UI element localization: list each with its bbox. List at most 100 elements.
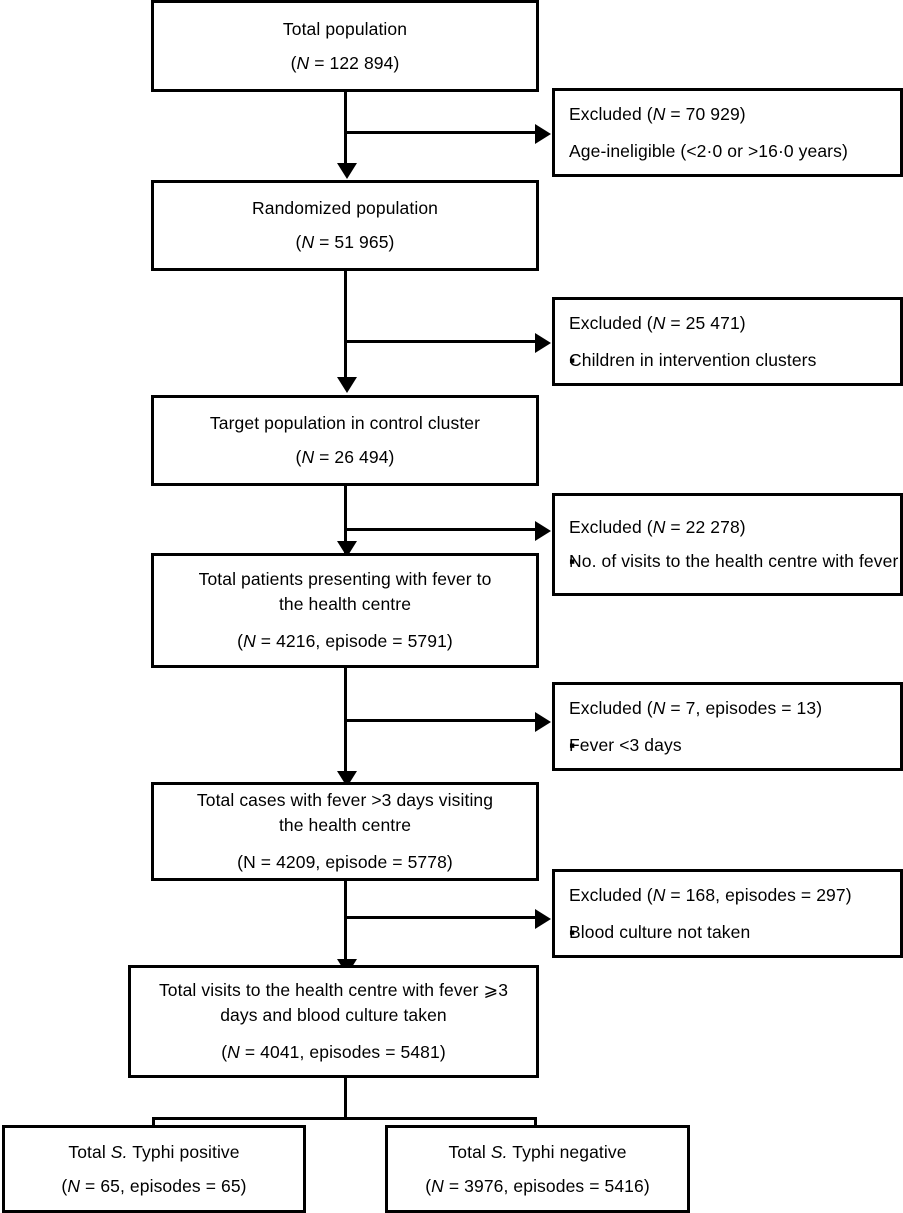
s-typhi-negative-count: (N = 3976, episodes = 5416) [425, 1174, 650, 1199]
box-excluded-no-blood-culture: Excluded (N = 168, episodes = 297) ▪Bloo… [552, 869, 903, 958]
n-symbol: N [67, 1175, 81, 1196]
excluded-label: Excluded ( [569, 103, 653, 124]
paren-open: ( [237, 851, 244, 872]
connector-vertical-3 [344, 485, 347, 557]
detail-text: Fever <3 days [569, 734, 682, 755]
excluded-label: Excluded ( [569, 697, 653, 718]
box-total-cases-count: (N = 4209, episode = 5778) [237, 850, 453, 875]
box-total-patients-fever-title-2: the health centre [278, 594, 412, 615]
box-total-patients-fever: Total patients presenting with fever to … [151, 553, 539, 668]
box-s-typhi-negative: Total S. Typhi negative (N = 3976, episo… [385, 1125, 690, 1213]
box-randomized-population-count: (N = 51 965) [296, 230, 395, 255]
paren-open: ( [237, 630, 244, 651]
paren-open: ( [290, 52, 297, 73]
detail-text: Children in intervention clusters [569, 349, 817, 370]
excluded-fever3-heading: Excluded (N = 7, episodes = 13) [555, 696, 822, 721]
arrowhead-down-1 [337, 163, 357, 179]
s-typhi-negative-title: Total S. Typhi negative [448, 1140, 626, 1165]
n-symbol: N [652, 884, 666, 905]
paren-open: ( [425, 1175, 432, 1196]
box-excluded-age-ineligible: Excluded (N = 70 929) Age-ineligible (<2… [552, 88, 903, 177]
box-total-cases-fever-3days: Total cases with fever >3 days visiting … [151, 782, 539, 881]
excluded-culture-heading: Excluded (N = 168, episodes = 297) [555, 883, 852, 908]
excluded-label: Excluded ( [569, 312, 653, 333]
excluded-age-detail: Age-ineligible (<2·0 or >16·0 years) [569, 140, 848, 161]
box-total-population-title: Total population [282, 18, 408, 39]
count-value: = 70 929) [665, 103, 746, 124]
arrowhead-right-1 [535, 124, 551, 144]
excluded-intervention-heading: Excluded (N = 25 471) [555, 311, 746, 336]
count-value: = 168, episodes = 297) [665, 884, 852, 905]
s-typhi-positive-title: Total S. Typhi positive [68, 1140, 239, 1165]
count-value: = 26 494) [314, 447, 395, 467]
detail-text: Blood culture not taken [569, 921, 751, 942]
n-symbol: N [652, 103, 666, 124]
connector-vertical-split [344, 1077, 347, 1120]
box-s-typhi-positive: Total S. Typhi positive (N = 65, episode… [2, 1125, 306, 1213]
count-value: = 4209, episode = 5778) [255, 851, 453, 872]
count-value: = 65, episodes = 65) [80, 1175, 247, 1196]
count-value: = 7, episodes = 13) [665, 697, 823, 718]
excluded-visits-detail: ▪No. of visits to the health centre with… [555, 549, 898, 574]
paren-open: ( [295, 447, 302, 467]
connector-branch-4 [347, 719, 536, 722]
excluded-age-heading: Excluded (N = 70 929) [555, 102, 746, 127]
n-symbol: N [652, 697, 666, 718]
detail-text: No. of visits to the health centre with … [569, 551, 899, 571]
title-suffix: Typhi positive [127, 1141, 240, 1162]
arrowhead-right-3 [535, 521, 551, 541]
s-typhi-positive-count: (N = 65, episodes = 65) [61, 1174, 246, 1199]
paren-open: ( [61, 1175, 68, 1196]
excluded-label: Excluded ( [569, 884, 653, 905]
n-symbol: N [431, 1175, 444, 1196]
arrowhead-right-5 [535, 909, 551, 929]
connector-branch-5 [347, 916, 536, 919]
square-bullet-icon: ▪ [569, 551, 576, 571]
box-total-visits-count: (N = 4041, episodes = 5481) [221, 1040, 446, 1065]
square-bullet-icon: ▪ [569, 734, 576, 755]
count-value: = 3976, episodes = 5416) [443, 1175, 650, 1196]
genus-abbrev: S. [490, 1141, 508, 1162]
genus-abbrev: S. [110, 1141, 128, 1162]
box-total-patients-fever-count: (N = 4216, episode = 5791) [237, 629, 453, 654]
count-value: = 4216, episode = 5791) [255, 630, 453, 651]
n-symbol: N [301, 447, 315, 467]
box-total-visits-blood-culture: Total visits to the health centre with f… [128, 965, 539, 1078]
count-value: = 122 894) [309, 52, 400, 73]
connector-vertical-5 [344, 880, 347, 982]
title-prefix: Total [68, 1141, 111, 1162]
excluded-fever3-detail: ▪Fever <3 days [555, 733, 682, 758]
box-excluded-visits-with-fever: Excluded (N = 22 278) ▪No. of visits to … [552, 493, 903, 596]
n-symbol: N [296, 52, 310, 73]
count-value: = 51 965) [314, 232, 395, 252]
box-target-population-count: (N = 26 494) [296, 445, 395, 470]
n-symbol: N [227, 1041, 240, 1062]
box-randomized-population-title: Randomized population [252, 198, 438, 219]
count-value: = 4041, episodes = 5481) [239, 1041, 446, 1062]
connector-vertical-1 [344, 91, 347, 164]
n-symbol: N [243, 851, 256, 872]
connector-branch-3 [347, 528, 536, 531]
count-value: = 22 278) [665, 517, 746, 538]
n-symbol: N [243, 630, 256, 651]
box-total-cases-title-2: the health centre [278, 815, 412, 836]
box-total-visits-title-2: days and blood culture taken [220, 1005, 447, 1026]
box-randomized-population: Randomized population (N = 51 965) [151, 180, 539, 271]
n-symbol: N [652, 312, 666, 333]
square-bullet-icon: ▪ [569, 921, 576, 942]
n-symbol: N [301, 232, 315, 252]
box-target-population-title: Target population in control cluster [209, 413, 481, 434]
paren-open: ( [295, 232, 302, 252]
title-prefix: Total [448, 1141, 491, 1162]
box-total-population-count: (N = 122 894) [291, 51, 400, 76]
count-value: = 25 471) [665, 312, 746, 333]
excluded-visits-heading: Excluded (N = 22 278) [555, 515, 746, 540]
arrowhead-down-2 [337, 377, 357, 393]
paren-open: ( [221, 1041, 228, 1062]
box-total-population: Total population (N = 122 894) [151, 0, 539, 92]
connector-vertical-2 [344, 270, 347, 378]
connector-vertical-4 [344, 667, 347, 775]
connector-branch-1 [347, 131, 536, 134]
box-excluded-intervention-clusters: Excluded (N = 25 471) ▪Children in inter… [552, 297, 903, 386]
